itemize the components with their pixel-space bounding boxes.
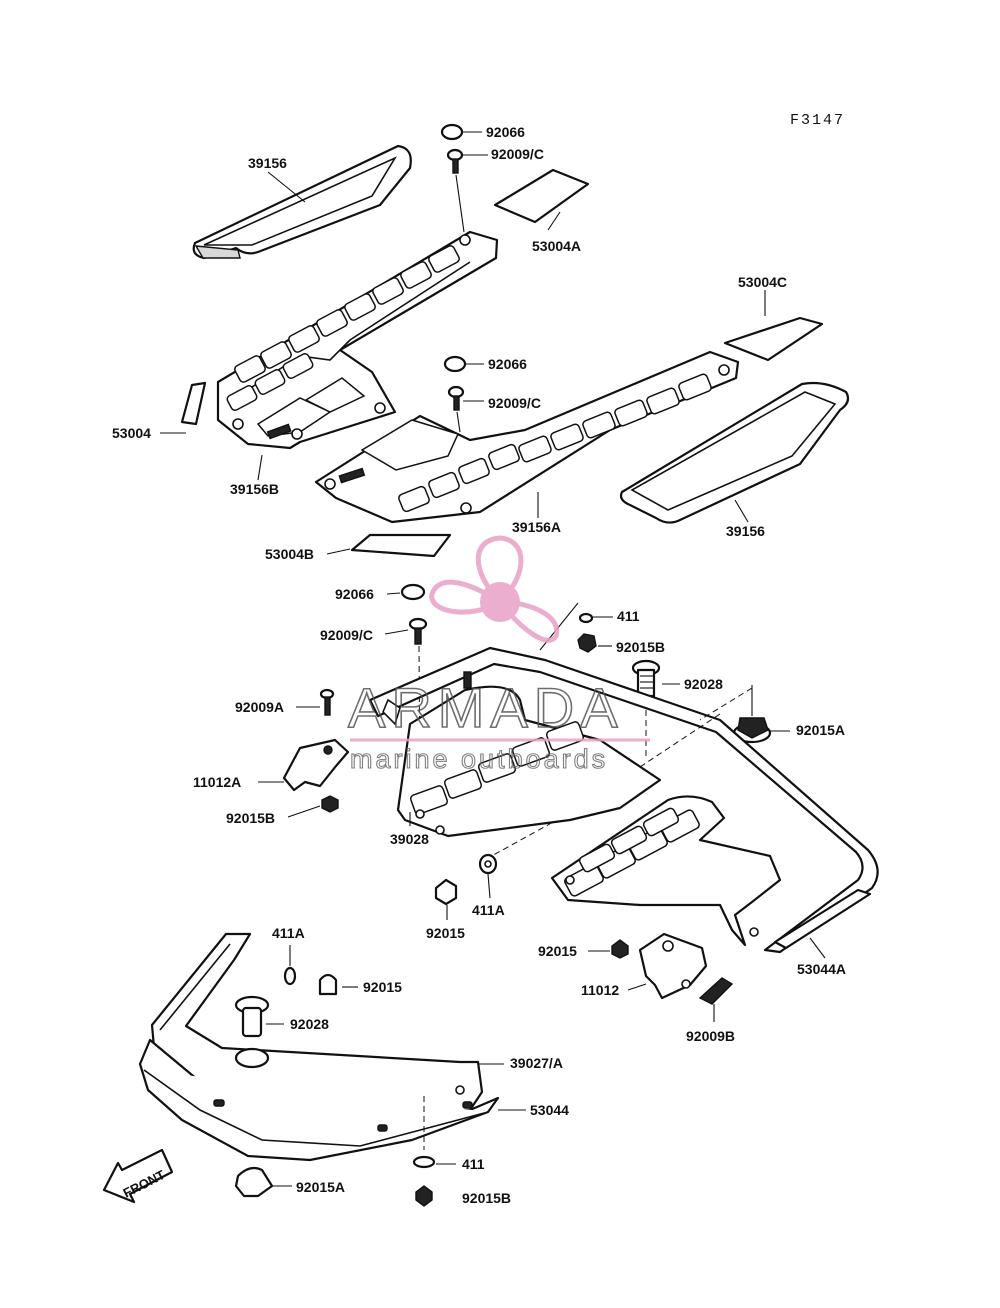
label-92066-lower: 92066 — [335, 586, 374, 602]
label-39156-upper: 39156 — [248, 155, 287, 171]
armada-watermark: ARMADA marine outboards — [347, 535, 650, 775]
mat-pad-53004c[interactable] — [723, 316, 824, 362]
mat-pad-53004a[interactable] — [493, 168, 590, 224]
label-92009b: 92009B — [686, 1028, 735, 1044]
flange-nut-92015a-upper[interactable] — [732, 685, 772, 744]
label-92015b-upper: 92015B — [616, 639, 665, 655]
mat-left-cells — [226, 245, 460, 437]
label-92009a: 92009A — [235, 699, 284, 715]
bracket-11012[interactable] — [638, 932, 708, 1000]
label-411a-center: 411A — [472, 902, 505, 918]
mat-left-39156b[interactable] — [216, 230, 499, 450]
label-92015a-lower: 92015A — [296, 1179, 345, 1195]
nut-92015-right[interactable] — [611, 939, 629, 959]
label-39156-right: 39156 — [726, 523, 765, 539]
propeller-icon — [429, 535, 560, 643]
nut-92015b-lower[interactable] — [415, 1185, 433, 1207]
screw-92009b[interactable] — [698, 977, 734, 1005]
plug-92066-middle[interactable] — [443, 355, 467, 373]
label-39156a: 39156A — [512, 519, 561, 535]
washer-411-lower[interactable] — [412, 1155, 436, 1169]
label-39156b: 39156B — [230, 481, 279, 497]
label-53004a: 53004A — [532, 238, 581, 254]
label-11012a: 11012A — [193, 774, 241, 790]
mat-right-39156a[interactable] — [314, 350, 740, 524]
label-92009c-lower: 92009/C — [320, 627, 373, 643]
screw-92009a[interactable] — [319, 688, 335, 716]
rack-deck-lower[interactable] — [550, 795, 782, 947]
nut-92015-center[interactable] — [434, 878, 458, 906]
watermark-tagline: marine outboards — [350, 744, 608, 774]
washer-411a-lower[interactable] — [283, 966, 297, 986]
side-seal-53004[interactable] — [180, 381, 207, 426]
rack-deck-cells — [409, 721, 585, 815]
part-labels: 92066 92009/C 39156 53004A 53004C 92066 … — [112, 124, 846, 1206]
label-92015-right: 92015 — [538, 943, 577, 959]
label-411a-lower: 411A — [272, 925, 305, 941]
figure-code: F3147 — [790, 112, 845, 129]
mat-pad-53004b[interactable] — [350, 533, 452, 558]
label-411-upper: 411 — [617, 608, 640, 624]
label-411-lower: 411 — [462, 1156, 485, 1172]
screw-92009c-middle[interactable] — [447, 385, 465, 433]
nut-92015b-upper[interactable] — [577, 633, 597, 653]
label-53004c: 53004C — [738, 274, 787, 290]
label-92028-lower: 92028 — [290, 1016, 329, 1032]
watermark-brand: ARMADA — [348, 676, 624, 739]
plug-92066-top[interactable] — [440, 123, 464, 141]
label-92009c-middle: 92009/C — [488, 395, 541, 411]
label-92015a-upper: 92015A — [796, 722, 845, 738]
label-11012: 11012 — [581, 982, 619, 998]
plug-92066-lower[interactable] — [400, 583, 426, 601]
label-53004b: 53004B — [265, 546, 314, 562]
mat-right-cells — [360, 373, 712, 513]
rack-deck-39028[interactable] — [396, 671, 662, 838]
label-39028: 39028 — [390, 831, 429, 847]
label-53044a: 53044A — [797, 961, 846, 977]
label-92015b-left: 92015B — [226, 810, 275, 826]
nut-92015-lower[interactable] — [318, 973, 338, 996]
armrest-pad-upper[interactable] — [192, 144, 412, 260]
flange-nut-92015a-lower[interactable] — [234, 1166, 274, 1198]
edge-strip-53044a[interactable] — [773, 888, 872, 950]
nut-92015b-left[interactable] — [321, 795, 339, 813]
label-92015-center: 92015 — [426, 925, 465, 941]
bumper-strip-53044[interactable] — [138, 1038, 500, 1162]
front-direction-arrow: FRONT — [102, 1148, 174, 1204]
bolt-92028-lower[interactable] — [234, 995, 270, 1038]
bolt-92028-upper[interactable] — [631, 659, 661, 760]
screw-92009c-lower[interactable] — [408, 617, 428, 801]
screw-92009c-top[interactable] — [446, 148, 465, 233]
label-53044: 53044 — [530, 1102, 569, 1118]
label-53004: 53004 — [112, 425, 151, 441]
bracket-11012a[interactable] — [282, 738, 350, 792]
label-92028-upper: 92028 — [684, 676, 723, 692]
label-92015b-lower: 92015B — [462, 1190, 511, 1206]
leader-lines — [160, 131, 826, 1187]
label-92009c-top: 92009/C — [491, 146, 544, 162]
washer-411a-center[interactable] — [478, 853, 498, 875]
rack-lower-cells — [564, 807, 700, 897]
label-92066-middle: 92066 — [488, 356, 527, 372]
label-92066-top: 92066 — [486, 124, 525, 140]
label-39027a: 39027/A — [510, 1055, 563, 1071]
label-92015-lower: 92015 — [363, 979, 402, 995]
armrest-pad-right[interactable] — [619, 381, 850, 524]
